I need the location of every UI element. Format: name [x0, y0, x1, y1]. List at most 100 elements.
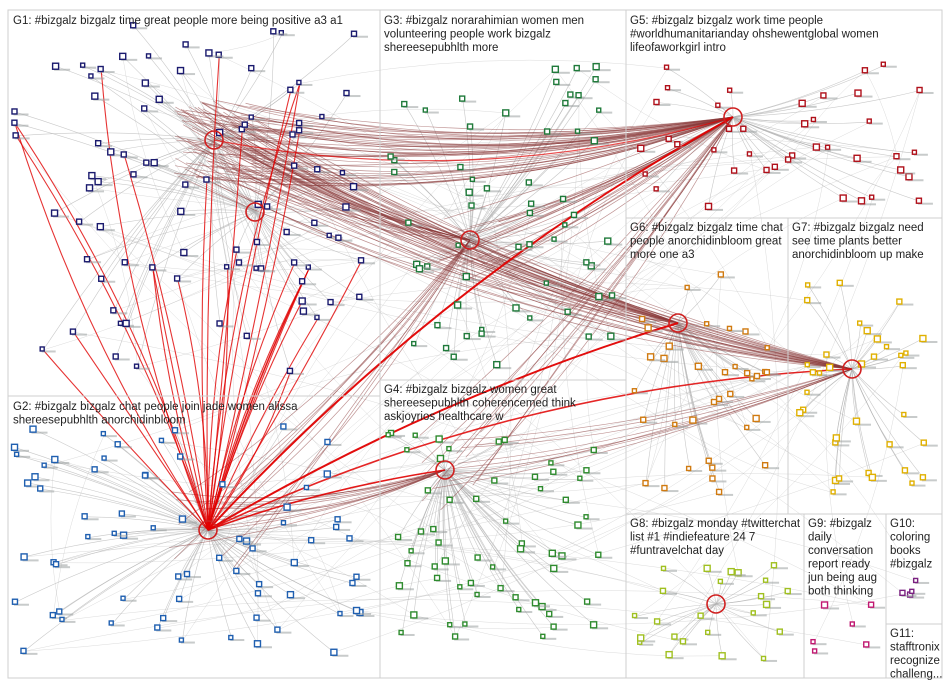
node-g4[interactable]	[537, 485, 544, 492]
node-g1[interactable]	[335, 234, 342, 241]
node-g4[interactable]	[430, 525, 437, 533]
node-g6[interactable]	[646, 353, 655, 361]
node-g3[interactable]	[527, 200, 535, 207]
node-g1[interactable]	[94, 177, 102, 186]
node-g6[interactable]	[717, 271, 725, 278]
node-g3[interactable]	[592, 76, 599, 83]
node-g8[interactable]	[697, 612, 704, 619]
node-g4[interactable]	[583, 467, 590, 474]
node-g3[interactable]	[455, 242, 461, 248]
node-g8[interactable]	[762, 577, 769, 583]
node-g8[interactable]	[718, 652, 726, 660]
node-g2[interactable]	[286, 590, 295, 599]
node-g5[interactable]	[726, 87, 733, 93]
node-g7[interactable]	[804, 282, 811, 288]
node-g1[interactable]	[141, 105, 148, 112]
node-g2[interactable]	[52, 560, 60, 568]
node-g1[interactable]	[295, 119, 303, 127]
node-g3[interactable]	[559, 195, 567, 203]
node-g1[interactable]	[176, 66, 185, 75]
node-g5[interactable]	[897, 166, 905, 174]
node-g6[interactable]	[689, 416, 697, 424]
node-g7[interactable]	[898, 352, 904, 359]
node-g1[interactable]	[356, 293, 363, 301]
node-g4[interactable]	[502, 518, 509, 524]
node-g7[interactable]	[865, 469, 872, 477]
node-g9[interactable]	[863, 641, 870, 648]
node-g2[interactable]	[337, 610, 343, 617]
node-g7[interactable]	[830, 489, 836, 495]
node-g6[interactable]	[709, 464, 716, 471]
node-g4[interactable]	[404, 447, 410, 453]
node-g9[interactable]	[867, 601, 875, 608]
node-g5[interactable]	[812, 143, 821, 151]
node-g8[interactable]	[703, 564, 711, 573]
node-g6[interactable]	[685, 465, 692, 472]
node-g1[interactable]	[339, 169, 346, 176]
node-g5[interactable]	[674, 141, 681, 148]
node-g7[interactable]	[836, 279, 843, 287]
node-g7[interactable]	[804, 361, 811, 368]
node-g5[interactable]	[854, 89, 862, 97]
node-g6[interactable]	[640, 416, 647, 423]
node-g2[interactable]	[332, 523, 340, 531]
node-g8[interactable]	[665, 650, 673, 659]
node-g1[interactable]	[39, 346, 45, 352]
node-g2[interactable]	[178, 637, 185, 643]
node-g1[interactable]	[295, 127, 303, 134]
node-g2[interactable]	[307, 537, 315, 544]
node-g2[interactable]	[20, 647, 27, 655]
node-g6[interactable]	[703, 321, 710, 327]
node-g2[interactable]	[175, 573, 182, 580]
node-g5[interactable]	[663, 64, 670, 70]
node-g2[interactable]	[11, 598, 19, 605]
node-g1[interactable]	[182, 181, 189, 188]
node-g1[interactable]	[50, 209, 59, 217]
node-g2[interactable]	[120, 595, 126, 601]
node-g2[interactable]	[330, 648, 338, 656]
node-g9[interactable]	[810, 638, 816, 645]
node-g1[interactable]	[98, 275, 105, 282]
node-g4[interactable]	[491, 477, 498, 484]
node-g6[interactable]	[661, 484, 668, 492]
node-g2[interactable]	[29, 425, 37, 433]
node-g8[interactable]	[660, 565, 667, 572]
node-g1[interactable]	[141, 79, 150, 87]
node-g3[interactable]	[564, 308, 571, 315]
node-g2[interactable]	[51, 455, 59, 464]
node-g1[interactable]	[129, 22, 137, 29]
node-g5[interactable]	[820, 92, 827, 99]
node-g4[interactable]	[398, 629, 404, 636]
node-g8[interactable]	[770, 562, 778, 569]
node-g1[interactable]	[253, 238, 261, 246]
node-g3[interactable]	[468, 202, 475, 209]
node-g1[interactable]	[248, 64, 255, 72]
node-g6[interactable]	[672, 421, 678, 428]
node-g6[interactable]	[753, 372, 761, 380]
node-g1[interactable]	[290, 259, 298, 266]
node-g7[interactable]	[901, 467, 909, 474]
node-g2[interactable]	[280, 519, 287, 526]
node-g5[interactable]	[824, 144, 831, 151]
node-g1[interactable]	[233, 246, 240, 253]
node-g6[interactable]	[694, 362, 703, 370]
node-g2[interactable]	[249, 545, 256, 552]
hub-node-g3[interactable]	[460, 230, 480, 250]
node-g3[interactable]	[478, 330, 485, 337]
node-g7[interactable]	[873, 335, 882, 343]
node-g1[interactable]	[83, 256, 91, 263]
node-g8[interactable]	[760, 655, 767, 662]
node-g3[interactable]	[574, 128, 581, 134]
node-g8[interactable]	[776, 628, 783, 635]
node-g3[interactable]	[401, 100, 408, 108]
node-g1[interactable]	[296, 79, 302, 86]
node-g6[interactable]	[743, 369, 751, 377]
node-g4[interactable]	[577, 475, 583, 481]
node-g6[interactable]	[709, 475, 716, 482]
node-g3[interactable]	[590, 137, 599, 145]
node-g7[interactable]	[896, 298, 903, 305]
node-g5[interactable]	[730, 167, 738, 174]
node-g2[interactable]	[352, 606, 361, 615]
node-g4[interactable]	[548, 460, 554, 466]
node-g5[interactable]	[642, 171, 648, 177]
